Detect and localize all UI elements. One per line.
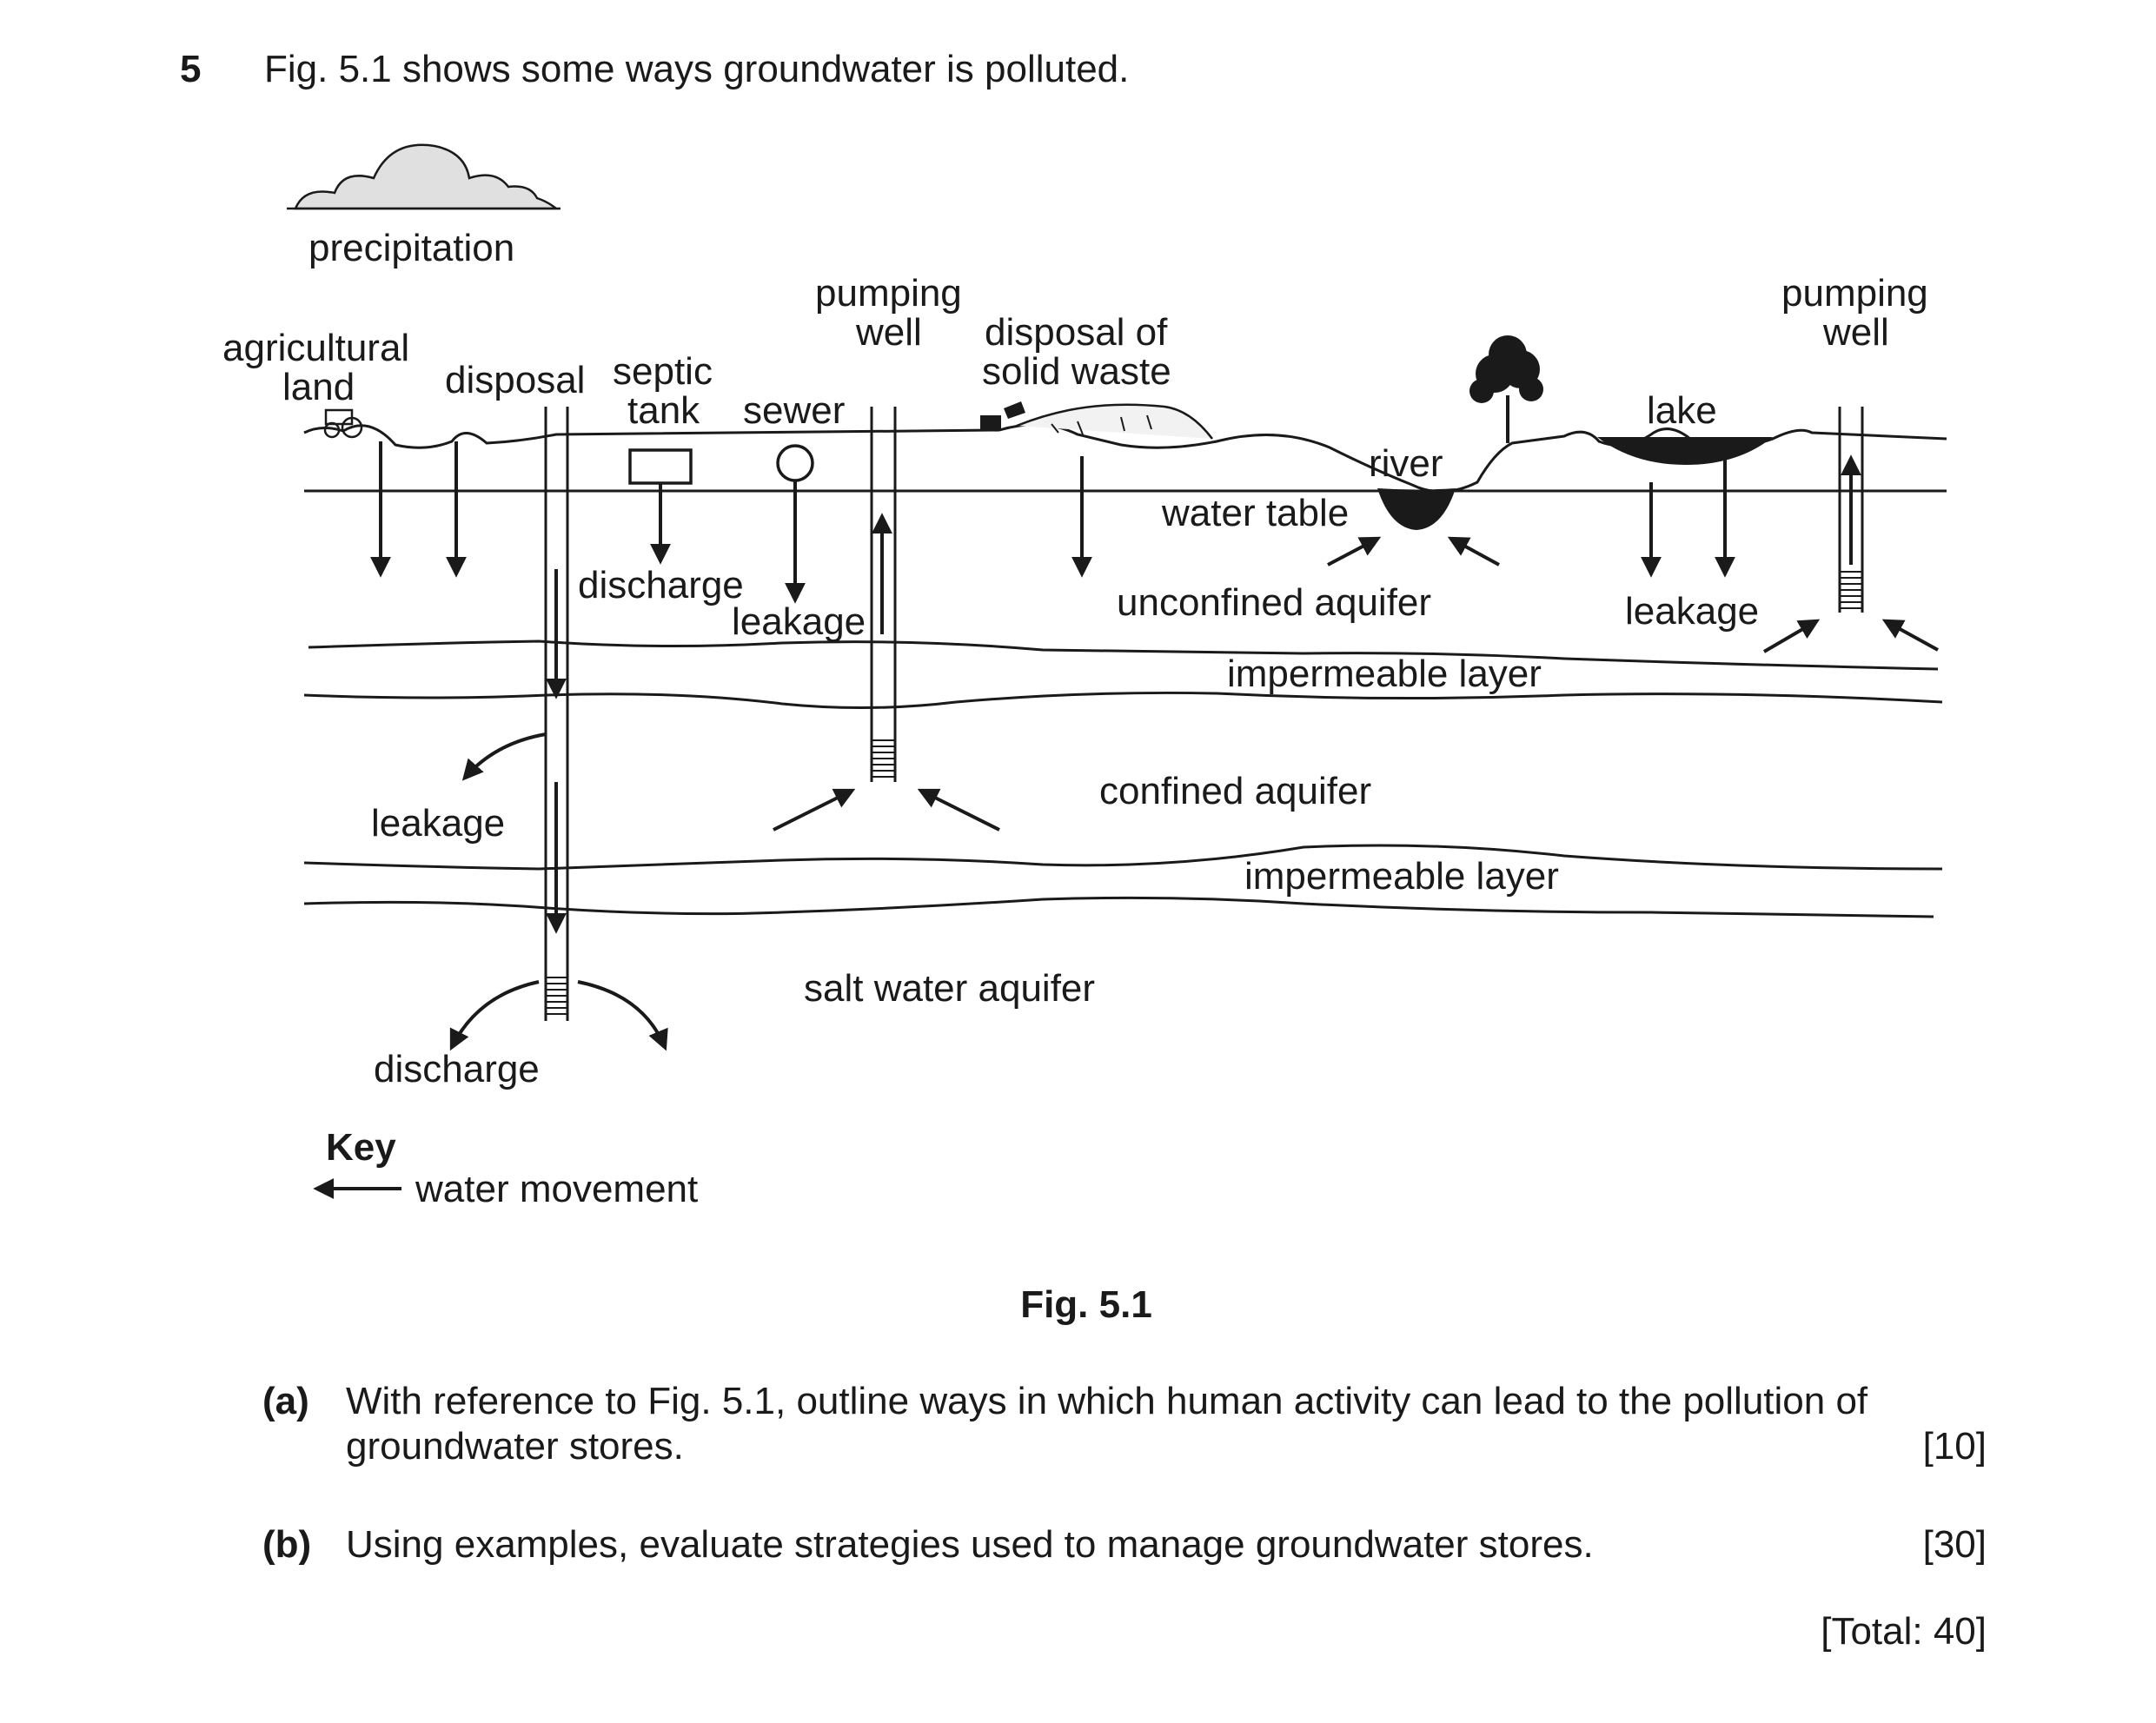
- label-agricultural-land-1: agricultural: [222, 327, 409, 369]
- pumping-well-2: [1838, 407, 1864, 613]
- label-leakage-lake: leakage: [1625, 590, 1759, 633]
- part-b-marks: [30]: [1922, 1523, 1987, 1566]
- label-disposal: disposal: [445, 359, 585, 401]
- question-number: 5: [180, 48, 202, 90]
- label-pumping-well-2-line2: well: [1822, 311, 1889, 354]
- figure-caption: Fig. 5.1: [1020, 1283, 1152, 1326]
- tractor-icon: [323, 408, 363, 439]
- label-discharge-upper: discharge: [578, 564, 744, 606]
- water-movement-arrows: [313, 441, 1939, 1199]
- label-discharge-lower: discharge: [374, 1048, 540, 1090]
- total-marks: [Total: 40]: [1821, 1610, 1987, 1653]
- label-pumping-well-1-line1: pumping: [815, 272, 962, 315]
- label-river: river: [1369, 442, 1443, 485]
- tree-icon: [1469, 335, 1543, 443]
- label-leakage-sewer: leakage: [732, 600, 866, 643]
- sewer-pipe: [776, 444, 814, 482]
- part-a-label: (a): [262, 1380, 309, 1422]
- label-pumping-well-1-line2: well: [855, 311, 922, 354]
- impermeable-layer-1-bottom: [303, 691, 1943, 710]
- label-pumping-well-2-line1: pumping: [1781, 272, 1928, 315]
- label-leakage-well: leakage: [371, 802, 505, 845]
- cloud-icon: [287, 143, 561, 210]
- label-impermeable-layer-1: impermeable layer: [1227, 653, 1542, 695]
- river-water: [1377, 488, 1456, 530]
- impermeable-layer-1-top: [308, 639, 1939, 671]
- label-septic-tank-1: septic: [613, 350, 713, 393]
- label-unconfined-aquifer: unconfined aquifer: [1117, 581, 1431, 624]
- key-title: Key: [326, 1126, 396, 1169]
- part-b-text-line1: Using examples, evaluate strategies used…: [346, 1523, 1594, 1566]
- part-a-marks: [10]: [1922, 1425, 1987, 1468]
- part-b-label: (b): [262, 1523, 312, 1566]
- pumping-well-1: [870, 407, 897, 782]
- label-salt-water-aquifer: salt water aquifer: [804, 967, 1095, 1010]
- label-lake: lake: [1647, 389, 1717, 432]
- ground-surface-line: [303, 423, 1947, 494]
- label-solid-waste-1: disposal of: [985, 311, 1168, 354]
- label-impermeable-layer-2: impermeable layer: [1244, 855, 1559, 898]
- label-sewer: sewer: [743, 389, 845, 432]
- question-intro: Fig. 5.1 shows some ways groundwater is …: [264, 48, 1130, 90]
- label-confined-aquifer: confined aquifer: [1099, 770, 1371, 812]
- label-solid-waste-2: solid waste: [982, 350, 1171, 393]
- label-agricultural-land-2: land: [282, 366, 355, 408]
- septic-tank: [628, 448, 693, 485]
- label-septic-tank-2: tank: [627, 389, 700, 432]
- impermeable-layer-2-bottom: [303, 896, 1934, 918]
- impermeable-layer-2-top: [303, 844, 1943, 871]
- label-water-table: water table: [1161, 492, 1349, 534]
- part-a-text-line1: With reference to Fig. 5.1, outline ways…: [346, 1380, 1868, 1422]
- lake-water: [1597, 437, 1773, 465]
- part-a-text-line2: groundwater stores.: [346, 1425, 684, 1468]
- label-precipitation: precipitation: [308, 227, 514, 269]
- key-item-water-movement: water movement: [415, 1168, 698, 1210]
- solid-waste-mound: [1016, 403, 1213, 440]
- dump-truck-icon: [980, 401, 1025, 429]
